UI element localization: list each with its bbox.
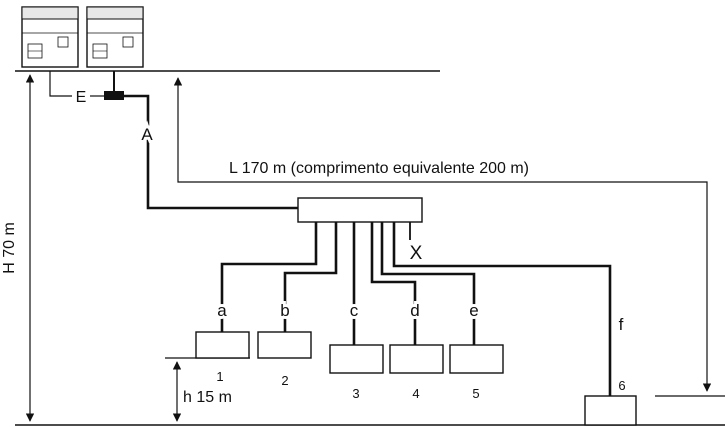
branch-pipe-label-f: f [619, 315, 624, 334]
main-pipe [124, 94, 298, 210]
header-pipe [49, 71, 72, 97]
indoor-unit-number-6: 6 [618, 378, 625, 393]
branch-pipe-a [220, 222, 318, 332]
header-pipe-label: E [76, 89, 87, 106]
indoor-unit-number-1: 1 [216, 369, 223, 384]
branch-pipe-label-b: b [280, 301, 289, 320]
distribution-header [297, 197, 423, 223]
branch-pipe-label-d: d [410, 301, 419, 320]
outdoor-unit-2 [86, 6, 144, 68]
total-length-arrow [173, 77, 712, 392]
branch-pipe-label-e: e [469, 301, 478, 320]
branch-pipe-label-a: a [217, 301, 227, 320]
height-max-label: H 70 m [1, 222, 18, 274]
closed-port-label: X [410, 243, 423, 264]
branch-pipe-e [380, 222, 476, 345]
branch-pipe-b [283, 222, 338, 332]
indoor-unit-3 [329, 344, 384, 374]
indoor-unit-2 [257, 331, 312, 359]
height-indoor-label: h 15 m [183, 389, 232, 406]
indoor-unit-4 [389, 344, 444, 374]
y-branch [104, 91, 124, 100]
indoor-unit-number-2: 2 [281, 373, 288, 388]
indoor-unit-number-5: 5 [472, 386, 479, 401]
outdoor-unit-1 [21, 6, 79, 68]
indoor-unit-6 [584, 395, 637, 426]
branch-pipe-label-c: c [350, 301, 359, 320]
indoor-unit-1 [195, 331, 250, 359]
main-pipe-label: A [141, 125, 153, 144]
indoor-unit-5 [449, 344, 504, 374]
total-length-label: L 170 m (comprimento equivalente 200 m) [229, 160, 529, 177]
indoor-unit-number-4: 4 [412, 386, 419, 401]
indoor-unit-number-3: 3 [352, 386, 359, 401]
